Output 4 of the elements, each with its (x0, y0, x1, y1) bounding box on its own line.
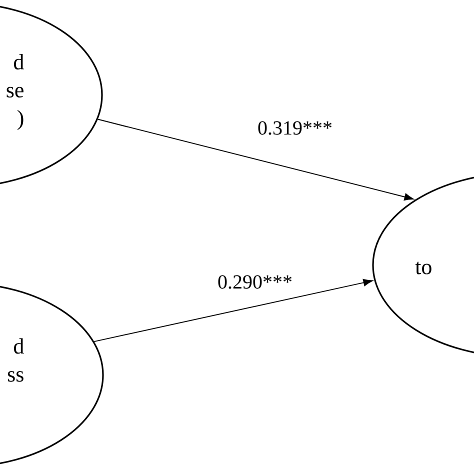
arrow (94, 279, 373, 342)
edge-label: 0.319*** (258, 121, 332, 135)
arrow (97, 118, 414, 200)
edge-label: 0.290*** (218, 275, 292, 289)
